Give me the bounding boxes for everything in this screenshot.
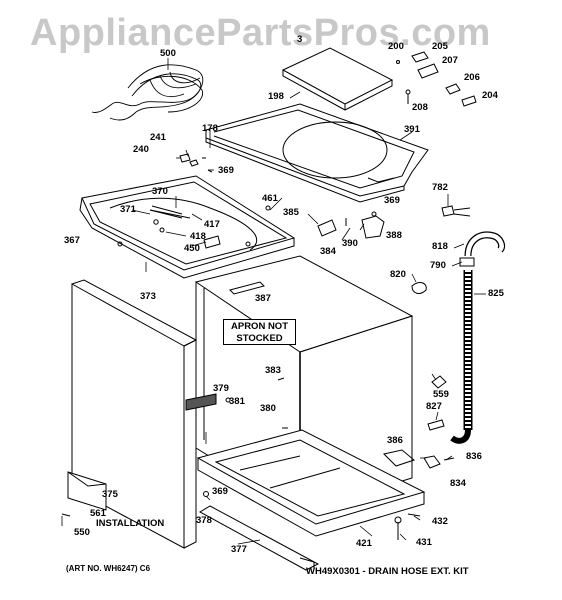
pump-bracket bbox=[384, 450, 454, 468]
hose-fittings bbox=[428, 376, 446, 430]
part-label: 204 bbox=[482, 90, 498, 101]
part-label: 386 bbox=[387, 435, 403, 446]
part-label: 240 bbox=[133, 144, 149, 155]
part-label: 378 bbox=[196, 515, 212, 526]
part-label: 206 bbox=[464, 72, 480, 83]
part-label: 388 bbox=[386, 230, 402, 241]
installation-label: INSTALLATION bbox=[96, 518, 165, 529]
part-label: 820 bbox=[390, 269, 406, 280]
part-label: 432 bbox=[432, 516, 448, 527]
part-label: 375 bbox=[102, 489, 118, 500]
part-label: 205 bbox=[432, 41, 448, 52]
main-top-panel bbox=[206, 104, 428, 202]
base-frame bbox=[198, 430, 424, 536]
part-label: 384 bbox=[320, 246, 336, 257]
part-label: 369 bbox=[384, 195, 400, 206]
part-label: 559 bbox=[433, 389, 449, 400]
small-hardware bbox=[180, 154, 212, 172]
latch-assembly bbox=[318, 212, 384, 238]
art-number: (ART NO. WH6247) C6 bbox=[66, 564, 151, 573]
part-label: 207 bbox=[442, 55, 458, 66]
part-label: 198 bbox=[268, 91, 284, 102]
part-label: 461 bbox=[262, 193, 278, 204]
apron-note-line1: APRON NOT bbox=[231, 321, 288, 332]
part-label: 385 bbox=[283, 207, 299, 218]
part-label: 208 bbox=[412, 102, 428, 113]
part-label: 418 bbox=[190, 231, 206, 242]
part-label: 500 bbox=[160, 48, 176, 59]
part-label: 431 bbox=[416, 537, 432, 548]
part-label: 369 bbox=[218, 165, 234, 176]
part-label: 421 bbox=[356, 538, 372, 549]
drain-hose bbox=[452, 235, 502, 441]
installation-envelope bbox=[68, 472, 106, 510]
watermark-logo: AppliancePartsPros.com bbox=[30, 12, 491, 54]
part-label: 450 bbox=[184, 243, 200, 254]
hose-clip bbox=[412, 283, 426, 294]
installation-part-number: 561 bbox=[90, 508, 106, 519]
part-label: 387 bbox=[255, 293, 271, 304]
part-label: 818 bbox=[432, 241, 448, 252]
part-label: 377 bbox=[231, 544, 247, 555]
apron-note-line2: STOCKED bbox=[236, 333, 283, 344]
part-label: 370 bbox=[152, 186, 168, 197]
part-label: 383 bbox=[265, 365, 281, 376]
part-label: 178 bbox=[202, 123, 218, 134]
screw bbox=[62, 514, 70, 516]
part-label: 550 bbox=[74, 527, 90, 538]
feet-hardware bbox=[395, 514, 420, 540]
side-brackets bbox=[186, 378, 288, 428]
apron-not-stocked-note: APRON NOT STOCKED bbox=[223, 319, 296, 345]
part-label: 3 bbox=[297, 34, 303, 45]
part-label: 381 bbox=[229, 396, 245, 407]
tub-cover-frame bbox=[80, 176, 294, 278]
part-label: 391 bbox=[404, 124, 420, 135]
part-label: 417 bbox=[204, 219, 220, 230]
part-label: 390 bbox=[342, 238, 358, 249]
hinge-parts bbox=[397, 52, 477, 106]
part-label: 241 bbox=[150, 132, 166, 143]
part-label: 825 bbox=[488, 288, 504, 299]
part-label: 782 bbox=[432, 182, 448, 193]
part-label: 827 bbox=[426, 401, 442, 412]
sensor-switch bbox=[442, 206, 470, 216]
bracket-parts bbox=[150, 206, 220, 248]
part-label: 371 bbox=[120, 204, 136, 215]
part-label: 373 bbox=[140, 291, 156, 302]
wire-harness bbox=[92, 65, 203, 120]
part-label: 836 bbox=[466, 451, 482, 462]
part-label: 367 bbox=[64, 235, 80, 246]
part-label: 834 bbox=[450, 478, 466, 489]
part-label: 379 bbox=[213, 383, 229, 394]
drain-hose-kit-note: WH49X0301 - DRAIN HOSE EXT. KIT bbox=[306, 566, 469, 577]
part-label: 369 bbox=[212, 486, 228, 497]
leader-lines bbox=[62, 58, 486, 544]
top-lid bbox=[283, 48, 392, 110]
part-label: 380 bbox=[260, 403, 276, 414]
part-label: 200 bbox=[388, 41, 404, 52]
part-label: 790 bbox=[430, 260, 446, 271]
